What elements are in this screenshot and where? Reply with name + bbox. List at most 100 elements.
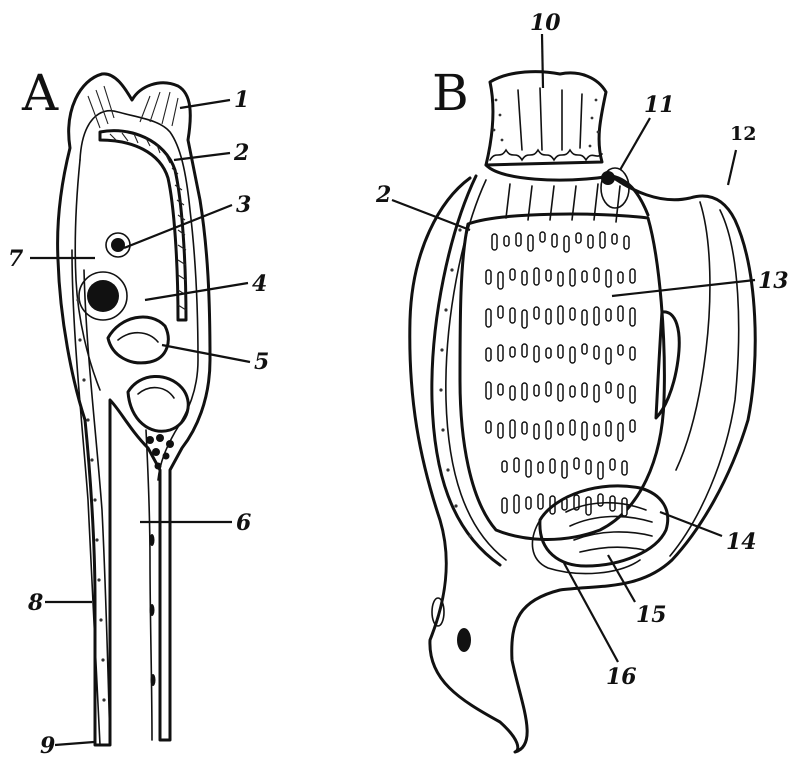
ganglion-core-a: [87, 280, 119, 312]
gill-slit: [598, 494, 603, 506]
gill-slit: [606, 309, 611, 321]
gill-slit: [624, 236, 629, 249]
gill-slit: [600, 232, 605, 248]
gill-slit: [546, 309, 551, 324]
gill-slit: [630, 386, 635, 403]
label-b-12: 12: [730, 123, 756, 145]
gill-slit: [514, 458, 519, 472]
gill-slit: [612, 234, 617, 244]
gill-slit: [510, 386, 515, 400]
gill-slit: [586, 497, 591, 515]
siphon-stipple-b: [493, 99, 600, 148]
gill-slit: [546, 382, 551, 396]
organ-5-a: [108, 317, 168, 363]
gill-slit: [622, 461, 627, 475]
gill-slit: [630, 308, 635, 326]
gill-slit: [558, 306, 563, 324]
gill-slit: [606, 421, 611, 436]
gill-slit: [540, 232, 545, 242]
gill-slit: [558, 423, 563, 435]
label-a-4: 4: [252, 271, 267, 297]
gill-slit: [552, 234, 557, 247]
gill-slit: [498, 345, 503, 361]
label-b-13: 13: [758, 268, 788, 294]
gill-slit: [570, 269, 575, 286]
gill-slit: [526, 497, 531, 509]
tunic-inner-b: [670, 210, 739, 556]
gill-slit: [618, 272, 623, 283]
gill-slit: [582, 383, 587, 397]
eyespot-core-a: [111, 238, 125, 252]
gill-slit: [594, 385, 599, 402]
gill-slit: [546, 348, 551, 358]
siphon-teeth-b: [490, 88, 602, 160]
gill-slit: [558, 272, 563, 286]
gill-slit: [586, 460, 591, 474]
dorsal-lamina-b: [656, 312, 679, 418]
gill-slit: [486, 382, 491, 399]
gill-slit: [582, 344, 587, 354]
gill-slit: [582, 271, 587, 282]
gill-slit: [510, 269, 515, 280]
gill-slits-b: [486, 232, 635, 516]
gill-slit: [498, 272, 503, 289]
gill-slit: [522, 422, 527, 434]
gill-slit: [550, 459, 555, 473]
gill-slit: [502, 461, 507, 472]
inner-wall-left-a: [75, 160, 100, 390]
gill-slit: [498, 423, 503, 438]
gill-slit: [558, 345, 563, 358]
gill-slit: [606, 270, 611, 287]
panel-b: B: [375, 10, 788, 752]
gill-slit: [526, 460, 531, 477]
gill-slit: [588, 235, 593, 248]
gill-slit: [534, 346, 539, 362]
gill-slit: [486, 270, 491, 284]
label-a-3: 3: [236, 192, 251, 218]
gill-slit: [576, 233, 581, 243]
gill-slit: [594, 424, 599, 436]
label-b-11: 11: [644, 92, 675, 118]
label-a-7: 7: [8, 246, 24, 272]
panel-letter-a: A: [21, 64, 59, 122]
gill-slit: [630, 269, 635, 283]
gill-slit: [570, 420, 575, 435]
gill-slit: [618, 306, 623, 321]
label-a-2: 2: [233, 140, 249, 166]
gill-slit: [498, 306, 503, 318]
gill-slit: [534, 268, 539, 285]
gill-slit: [538, 462, 543, 473]
gill-slit: [534, 424, 539, 439]
gill-slit: [564, 236, 569, 252]
gill-slit: [522, 310, 527, 328]
panel-letter-b: B: [432, 64, 469, 122]
oral-siphon-b: [486, 72, 606, 165]
siphon-hatching-a: [88, 86, 178, 128]
gill-slit: [534, 385, 539, 396]
gill-slit: [528, 235, 533, 251]
label-b-2: 2: [375, 182, 391, 208]
gill-slit: [606, 348, 611, 364]
gill-slit: [522, 383, 527, 400]
gill-slit: [618, 384, 623, 398]
gill-slit: [486, 309, 491, 327]
gill-slit: [574, 458, 579, 469]
gill-slit: [502, 498, 507, 513]
gill-slit: [562, 461, 567, 478]
gill-slit: [630, 420, 635, 432]
label-b-16: 16: [606, 664, 637, 690]
panel-a: A: [8, 64, 269, 759]
gill-slit: [622, 498, 627, 516]
label-a-9: 9: [40, 733, 55, 759]
gill-slit: [546, 270, 551, 281]
gill-slit: [606, 382, 611, 393]
gill-slit: [570, 386, 575, 397]
gill-slit: [618, 423, 623, 441]
gill-slit: [498, 384, 503, 395]
gill-slit: [594, 307, 599, 325]
label-a-8: 8: [27, 590, 43, 616]
gill-slit: [598, 462, 603, 479]
gill-slit: [594, 268, 599, 282]
notochord-a: [146, 430, 152, 740]
